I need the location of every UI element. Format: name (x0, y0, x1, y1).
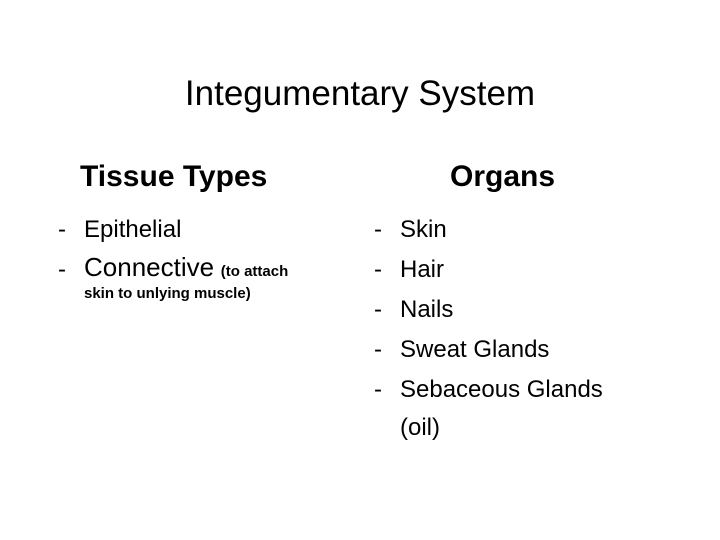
column-heading-tissue-types: Tissue Types (80, 160, 268, 193)
list-item: - Epithelial (44, 210, 364, 250)
list-item-note: (to attach (220, 263, 289, 280)
column-heading-organs: Organs (450, 160, 556, 193)
list-item-label: Sebaceous Glands (400, 376, 603, 403)
list-item-label: Connective (84, 252, 215, 282)
list-item: - Hair (360, 250, 710, 290)
list-item-label: Sweat Glands (400, 336, 550, 363)
list-item-label: Hair (400, 256, 445, 283)
organs-list: - Skin - Hair - Nails - Sweat Glands - S… (360, 210, 710, 446)
bullet-dash-icon: - (58, 256, 66, 283)
bullet-dash-icon: - (374, 296, 382, 323)
list-item-label-continued: (oil) (400, 414, 440, 441)
tissue-types-list: - Epithelial - Connective (to attach ski… (44, 210, 364, 306)
bullet-dash-icon: - (58, 216, 66, 243)
column-tissue-types: Tissue Types - Epithelial - Connective (… (44, 160, 364, 306)
bullet-dash-icon: - (374, 376, 382, 403)
list-item-note-continued: skin to unlying muscle) (84, 285, 251, 302)
list-item: - Connective (to attach skin to unlying … (44, 250, 364, 306)
bullet-dash-icon: - (374, 216, 382, 243)
column-organs: Organs - Skin - Hair - Nails - Sweat Gla… (360, 160, 710, 446)
list-item-label: Epithelial (84, 216, 182, 243)
list-item-label: Skin (400, 216, 447, 243)
list-item: - Sebaceous Glands (oil) (360, 370, 710, 446)
page-title: Integumentary System (184, 74, 536, 113)
list-item: - Nails (360, 290, 710, 330)
bullet-dash-icon: - (374, 336, 382, 363)
list-item: - Sweat Glands (360, 330, 710, 370)
list-item-label: Nails (400, 296, 454, 323)
bullet-dash-icon: - (374, 256, 382, 283)
list-item: - Skin (360, 210, 710, 250)
